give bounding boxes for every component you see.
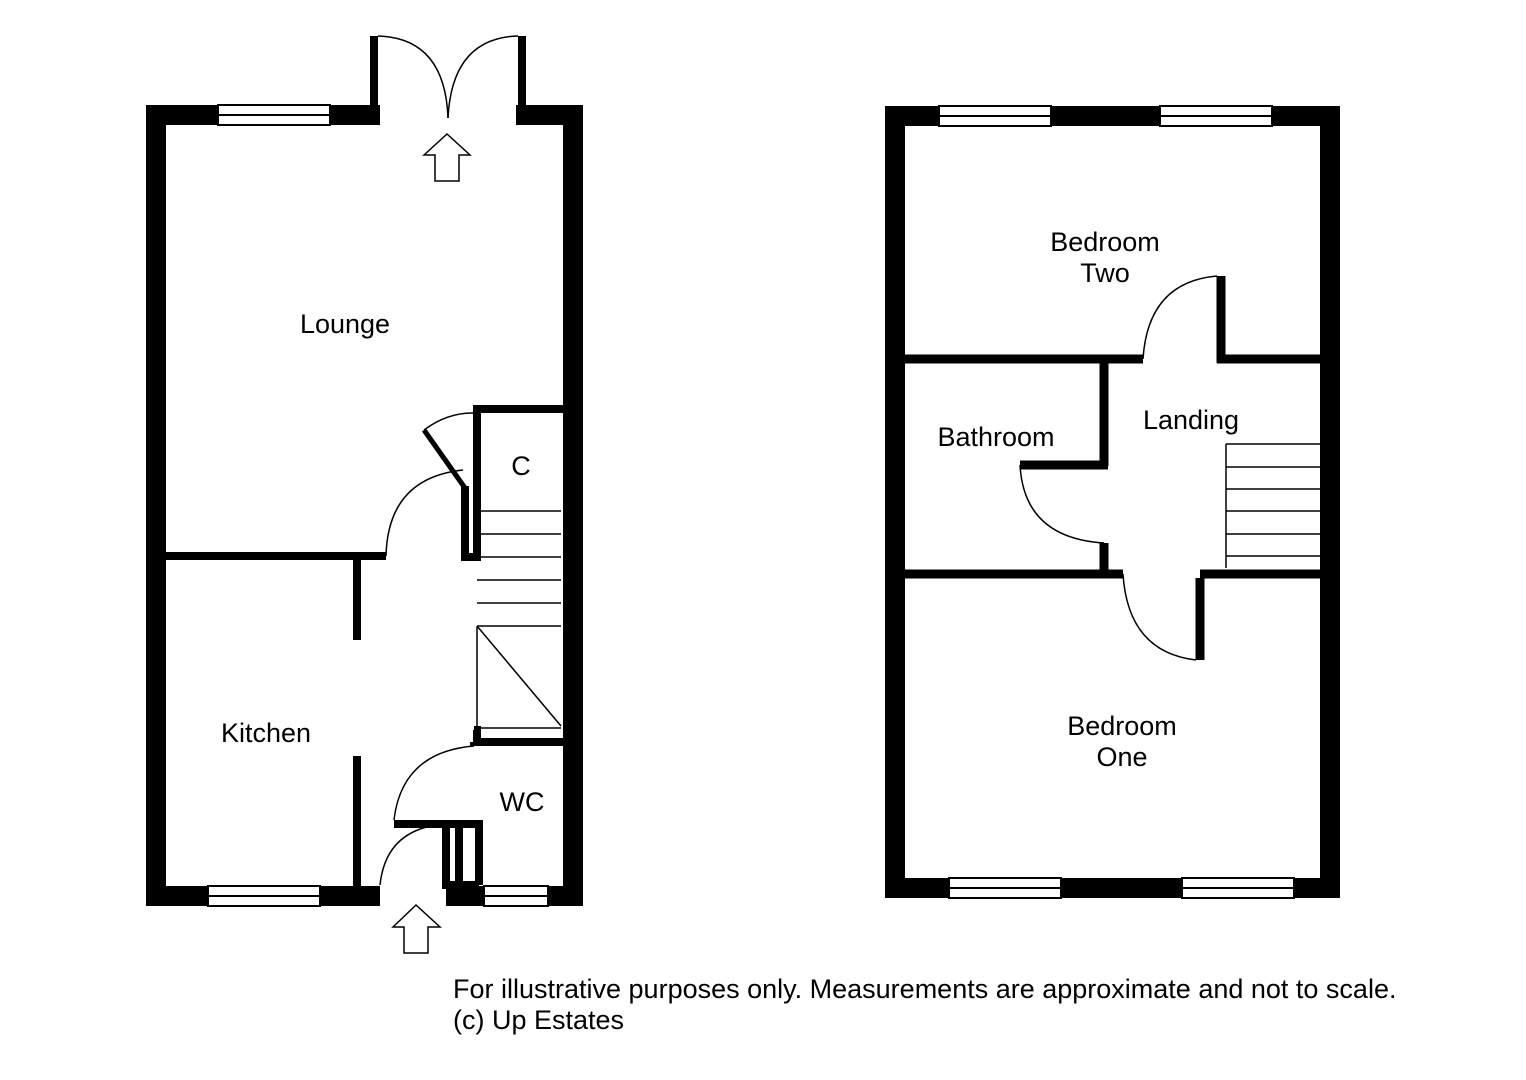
ground-floor-stairs xyxy=(476,510,562,729)
ground-floor xyxy=(146,35,583,954)
ground-floor-internal-walls xyxy=(160,405,563,896)
room-label-lounge: Lounge xyxy=(300,309,390,339)
ground-floor-outer-walls xyxy=(146,105,583,906)
window-bedroom-two-right xyxy=(1159,105,1273,127)
first-floor-internal-walls xyxy=(905,276,1322,660)
room-label-kitchen: Kitchen xyxy=(221,718,311,748)
ground-floor-doors xyxy=(377,35,519,886)
copyright-text: (c) Up Estates xyxy=(453,1005,625,1035)
room-labels: Lounge C Kitchen WC Bedroom Two Bathroom… xyxy=(221,227,1239,817)
patio-door-reveal xyxy=(370,36,526,118)
first-floor-doors xyxy=(1019,275,1218,661)
window-lounge xyxy=(217,104,331,126)
room-label-bedroom-two-line1: Bedroom xyxy=(1050,227,1160,257)
room-label-landing: Landing xyxy=(1143,405,1239,435)
room-label-bathroom: Bathroom xyxy=(937,422,1054,452)
first-floor-stairs xyxy=(1225,443,1320,568)
arrow-up-icon xyxy=(422,132,472,182)
room-label-bedroom-two-line2: Two xyxy=(1080,258,1130,288)
room-label-bedroom-one-line1: Bedroom xyxy=(1067,711,1177,741)
window-kitchen xyxy=(207,885,321,907)
room-label-cupboard: C xyxy=(511,451,531,481)
disclaimer-note: For illustrative purposes only. Measurem… xyxy=(453,974,1396,1036)
room-label-bedroom-one-line2: One xyxy=(1096,742,1147,772)
window-bedroom-one-right xyxy=(1181,877,1295,899)
window-bedroom-one-left xyxy=(948,877,1062,899)
disclaimer-text: For illustrative purposes only. Measurem… xyxy=(453,974,1397,1004)
room-label-wc: WC xyxy=(500,787,545,817)
first-floor xyxy=(885,105,1340,899)
window-wc xyxy=(483,885,549,907)
arrow-up-icon xyxy=(391,903,442,954)
window-bedroom-two-left xyxy=(938,105,1052,127)
first-floor-outer-walls xyxy=(885,106,1340,898)
